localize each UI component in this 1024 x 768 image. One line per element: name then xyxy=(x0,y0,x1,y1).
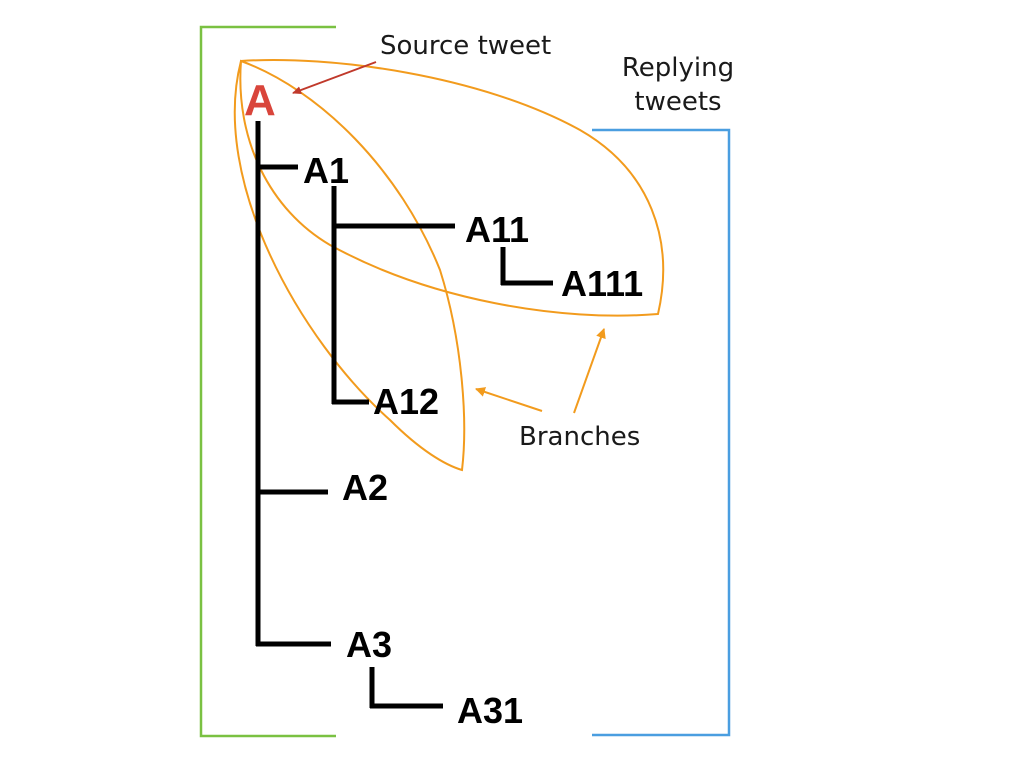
node-a12: A12 xyxy=(373,381,439,422)
node-a111: A111 xyxy=(561,263,643,304)
source-tweet-label: Source tweet xyxy=(380,31,551,61)
branches-arrow-right xyxy=(573,328,606,414)
tree-connectors xyxy=(255,121,553,709)
source-tweet-arrow xyxy=(292,61,377,94)
branch-outline-a1-a111 xyxy=(239,58,665,317)
node-a2: A2 xyxy=(342,467,388,508)
node-a1: A1 xyxy=(303,150,349,191)
replying-tweets-label-line1: Replying xyxy=(622,53,734,83)
node-root: A xyxy=(244,76,276,125)
source-bracket xyxy=(199,25,336,738)
branches-arrow-left xyxy=(475,387,543,412)
branches-label: Branches xyxy=(519,422,640,452)
replying-tweets-label-line2: tweets xyxy=(634,87,721,117)
node-a31: A31 xyxy=(457,690,523,731)
node-a3: A3 xyxy=(346,624,392,665)
node-a11: A11 xyxy=(465,209,529,250)
replying-tweets-bracket xyxy=(592,128,731,737)
branch-outline-a1-a12 xyxy=(233,59,466,472)
